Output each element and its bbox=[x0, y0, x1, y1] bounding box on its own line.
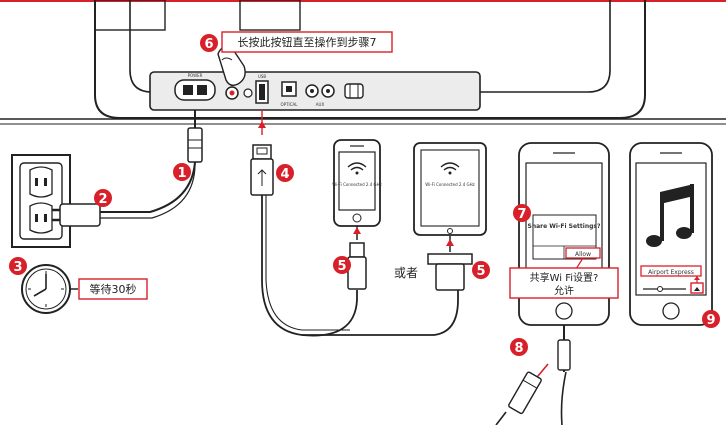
step-1-number: 1 bbox=[177, 166, 186, 181]
optical-port: OPTICAL bbox=[281, 81, 299, 107]
iphone-center: Wi-Fi Connected 2.4 GHz bbox=[332, 139, 382, 290]
usb-port-label: USB bbox=[258, 74, 266, 79]
step-7: 7 bbox=[513, 204, 531, 222]
airplay-device-label: Airport Express bbox=[648, 269, 694, 276]
step-5b-number: 5 bbox=[476, 264, 485, 279]
or-label: 或者 bbox=[394, 266, 418, 280]
aux-button bbox=[243, 88, 253, 98]
ipad-wifi-status: Wi-Fi Connected 2.4 GHz bbox=[425, 182, 474, 187]
reset-button[interactable] bbox=[225, 86, 239, 100]
lightning-cable-unplug bbox=[495, 325, 571, 425]
step-8-number: 8 bbox=[514, 341, 523, 356]
allow-button-screen[interactable]: Allow bbox=[575, 251, 591, 258]
step-6: 6 长按此按钮直至操作到步骤7 bbox=[200, 31, 393, 53]
airplay-icon[interactable] bbox=[690, 282, 704, 294]
speaker-terminals bbox=[344, 83, 364, 99]
power-cable bbox=[98, 110, 203, 219]
step-3-number: 3 bbox=[13, 260, 22, 275]
wait-callout: 等待30秒 bbox=[78, 278, 148, 300]
ipad-wifi-icon bbox=[440, 162, 460, 175]
step-5-iphone: 5 bbox=[333, 256, 351, 274]
wifi-icon bbox=[347, 162, 367, 175]
step-6-number: 6 bbox=[204, 37, 213, 52]
step-4-number: 4 bbox=[280, 167, 289, 182]
music-note-icon bbox=[646, 184, 694, 247]
step-9-number: 9 bbox=[706, 313, 715, 328]
clock-icon bbox=[21, 264, 71, 314]
usb-icon bbox=[257, 169, 267, 186]
step-3: 3 bbox=[9, 257, 27, 275]
power-port-label: POWER bbox=[188, 73, 203, 78]
wall-outlet bbox=[11, 154, 71, 248]
step-4: 4 bbox=[276, 164, 294, 182]
usb-port: USB bbox=[255, 74, 269, 104]
share-wifi-question: 共享Wi Fi设置? bbox=[530, 271, 599, 284]
power-port: POWER bbox=[174, 73, 216, 101]
step-2: 2 bbox=[94, 189, 112, 207]
usb-cable bbox=[250, 110, 459, 337]
step-7-number: 7 bbox=[517, 207, 526, 222]
step-8: 8 bbox=[510, 338, 528, 356]
share-wifi-dialog-title: Share Wi-Fi Settings? bbox=[528, 223, 601, 230]
step-5a-number: 5 bbox=[337, 259, 346, 274]
aux-jacks: AUX bbox=[305, 84, 335, 107]
iphone-music: Airport Express bbox=[629, 142, 713, 326]
step-2-number: 2 bbox=[98, 192, 107, 207]
wait-30s-text: 等待30秒 bbox=[90, 282, 137, 296]
hold-button-callout: 长按此按钮直至操作到步骤7 bbox=[238, 35, 377, 49]
aux-port-label: AUX bbox=[316, 102, 325, 107]
speaker-back bbox=[0, 0, 726, 125]
plug bbox=[52, 203, 101, 227]
iphone-wifi-status: Wi-Fi Connected 2.4 GHz bbox=[332, 182, 381, 187]
allow-text: 允许 bbox=[554, 284, 574, 297]
share-wifi-callout: 共享Wi Fi设置? 允许 bbox=[509, 267, 619, 299]
step-5-ipad: 5 bbox=[472, 261, 490, 279]
step-1: 1 bbox=[173, 163, 191, 181]
optical-port-label: OPTICAL bbox=[281, 102, 299, 107]
step-9: 9 bbox=[702, 310, 720, 328]
ipad: Wi-Fi Connected 2.4 GHz bbox=[413, 142, 487, 291]
